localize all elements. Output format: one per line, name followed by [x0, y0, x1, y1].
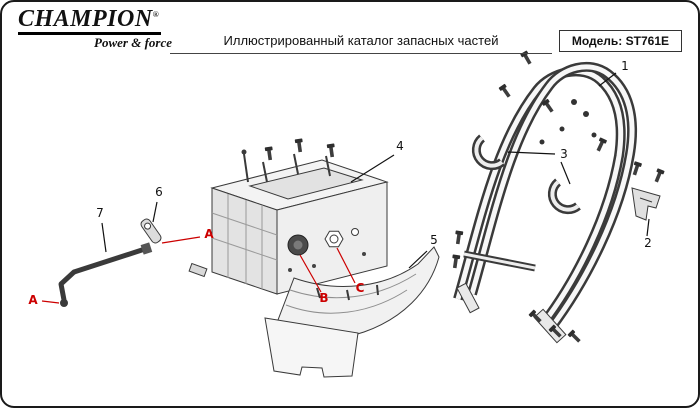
- brand-name: CHAMPION®: [18, 7, 162, 35]
- leader-line-2: [646, 218, 650, 237]
- callout-5: 5: [430, 233, 438, 247]
- leader-line-3: [560, 161, 571, 185]
- leader-line-3: [507, 151, 556, 155]
- part-1-handlebar: [453, 61, 638, 344]
- leader-line-6: [152, 201, 158, 223]
- champion-logo: CHAMPION® Power & force: [18, 7, 178, 49]
- leader-line-C: [336, 247, 356, 284]
- callout-2: 2: [644, 236, 652, 250]
- model-badge: Модель: ST761E: [558, 30, 682, 52]
- callout-A: A: [28, 293, 38, 307]
- callout-B: B: [319, 291, 328, 305]
- callout-6: 6: [155, 185, 163, 199]
- callout-C: C: [356, 281, 365, 295]
- leader-line-5: [408, 250, 428, 269]
- callout-3: 3: [560, 147, 568, 161]
- part-2-bracket: [631, 187, 661, 221]
- leader-line-A: [161, 236, 201, 244]
- part-7-crank-rod: [58, 242, 153, 307]
- leader-line-B: [299, 254, 322, 293]
- callout-7: 7: [96, 206, 104, 220]
- leader-line-4: [350, 154, 395, 183]
- registered-mark: ®: [152, 10, 160, 19]
- callout-A: A: [204, 227, 214, 241]
- fastener-bolts: [264, 50, 665, 345]
- part-4-gearbox: [188, 149, 389, 295]
- callout-4: 4: [396, 139, 404, 153]
- part-3-clamps: [471, 134, 581, 215]
- leader-line-7: [101, 222, 107, 253]
- part-6-clip: [140, 218, 162, 244]
- leader-line-1: [598, 72, 617, 87]
- callout-1: 1: [621, 59, 629, 73]
- catalog-title: Иллюстрированный каталог запасных частей: [170, 33, 552, 54]
- part-5-cover: [264, 246, 440, 378]
- leader-line-A: [41, 300, 60, 304]
- brand-tagline: Power & force: [94, 35, 172, 50]
